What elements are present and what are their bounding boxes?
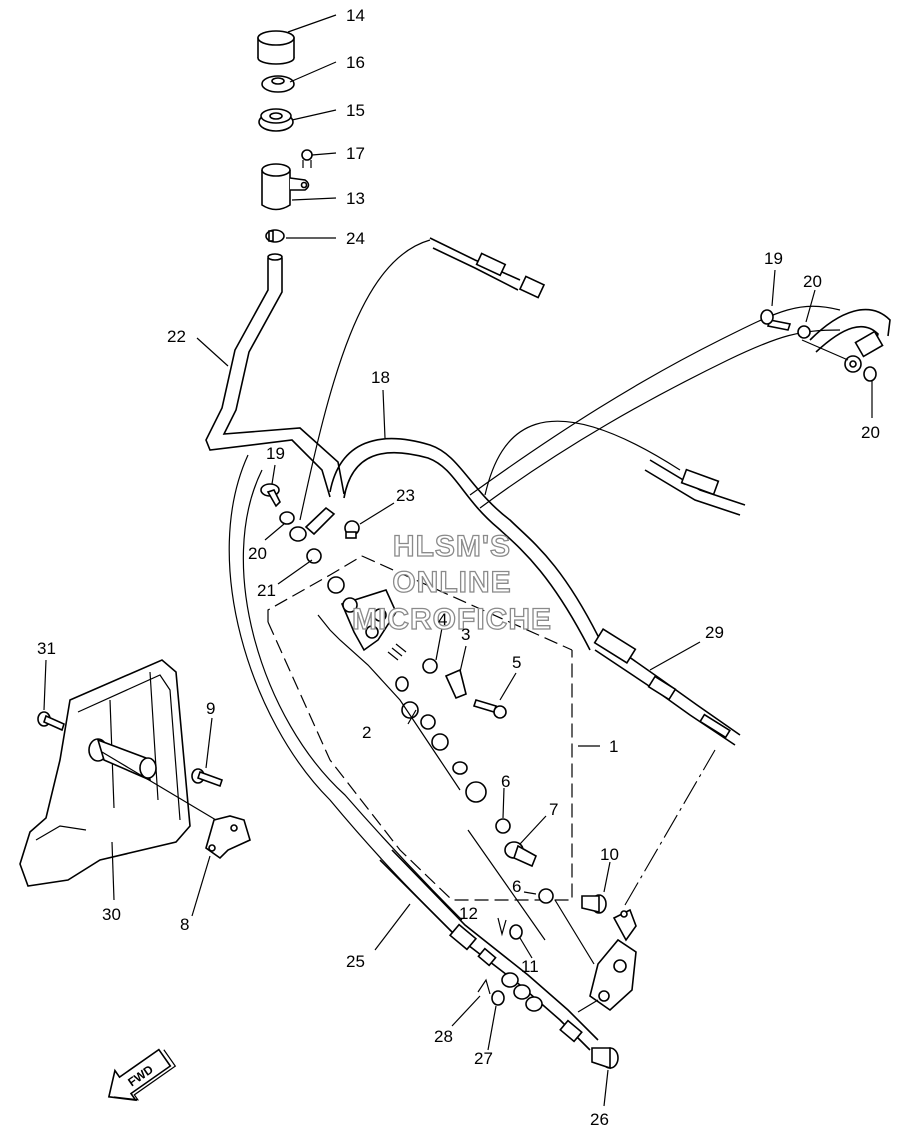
callout-26: 26 bbox=[590, 1110, 609, 1129]
hose-25 bbox=[379, 849, 599, 1051]
callout-17: 17 bbox=[346, 144, 365, 163]
callouts: 14 16 15 17 13 24 22 19 20 20 18 19 23 2… bbox=[37, 6, 880, 1129]
bolt-19-right bbox=[760, 309, 792, 331]
washer-20-b bbox=[863, 366, 877, 382]
callout-9: 9 bbox=[206, 699, 215, 718]
cable-big-loop bbox=[228, 305, 841, 931]
callout-24: 24 bbox=[346, 229, 365, 248]
watermark-line-2: ONLINE bbox=[392, 566, 511, 599]
washer-21 bbox=[306, 548, 322, 564]
nut-6-a bbox=[495, 818, 511, 834]
callout-29: 29 bbox=[705, 623, 724, 642]
callout-10: 10 bbox=[600, 845, 619, 864]
callout-25: 25 bbox=[346, 952, 365, 971]
washer-20-a bbox=[797, 325, 811, 339]
clamp-24 bbox=[265, 229, 285, 243]
bolt-31 bbox=[37, 711, 65, 732]
screw-17 bbox=[301, 149, 313, 168]
lever-plate bbox=[589, 908, 637, 1012]
callout-20-bottom: 20 bbox=[861, 423, 880, 442]
callout-15: 15 bbox=[346, 101, 365, 120]
leader-lever-a bbox=[554, 899, 595, 965]
callout-18: 18 bbox=[371, 368, 390, 387]
watermark-line-3: MICROFICHE bbox=[352, 603, 552, 636]
bolt-19-left bbox=[260, 483, 281, 508]
master-cylinder-parts bbox=[317, 576, 507, 803]
guard-30 bbox=[19, 659, 191, 887]
washer-20-c bbox=[279, 511, 295, 525]
washer-11 bbox=[509, 924, 523, 940]
cable-18 bbox=[329, 437, 601, 651]
callout-21: 21 bbox=[257, 581, 276, 600]
leader-lever-b bbox=[577, 999, 599, 1013]
callout-6-lower: 6 bbox=[512, 877, 521, 896]
assembly-outline bbox=[267, 555, 573, 941]
bracket-link bbox=[101, 751, 217, 821]
callout-1: 1 bbox=[609, 737, 618, 756]
hose-20-right bbox=[809, 308, 891, 373]
pin-10 bbox=[581, 894, 607, 914]
callout-28: 28 bbox=[434, 1027, 453, 1046]
callout-27: 27 bbox=[474, 1049, 493, 1068]
callout-11: 11 bbox=[521, 957, 539, 976]
callout-6-upper: 6 bbox=[501, 772, 510, 791]
callout-16: 16 bbox=[346, 53, 365, 72]
callout-12: 12 bbox=[459, 904, 478, 923]
pin-26 bbox=[591, 1047, 619, 1070]
callout-7: 7 bbox=[549, 800, 558, 819]
callout-19-right: 19 bbox=[764, 249, 783, 268]
callout-20-top: 20 bbox=[803, 272, 822, 291]
hose-22 bbox=[205, 253, 345, 498]
cotter-pin-28 bbox=[477, 978, 491, 995]
callout-23: 23 bbox=[396, 486, 415, 505]
cable-upper bbox=[429, 237, 546, 299]
diaphragm-plate-16 bbox=[261, 75, 295, 93]
callout-19-left: 19 bbox=[266, 444, 285, 463]
watermark: HLSM'S ONLINE MICROFICHE bbox=[351, 529, 552, 636]
cap-14 bbox=[257, 30, 295, 65]
fwd-arrow-icon: FWD bbox=[107, 1048, 177, 1102]
callout-5: 5 bbox=[512, 653, 521, 672]
callout-22: 22 bbox=[167, 327, 186, 346]
centerline-a bbox=[624, 749, 716, 906]
bracket-8 bbox=[205, 815, 251, 860]
union-bolt-eye bbox=[289, 526, 307, 542]
callout-31: 31 bbox=[37, 639, 56, 658]
bolt-9 bbox=[191, 768, 224, 788]
callout-2: 2 bbox=[362, 723, 371, 742]
nut-6-b bbox=[538, 888, 554, 904]
callout-14: 14 bbox=[346, 6, 365, 25]
callout-3: 3 bbox=[461, 625, 470, 644]
callout-20-left: 20 bbox=[248, 544, 267, 563]
diaphragm-15 bbox=[258, 108, 294, 132]
cotter-pin-12 bbox=[497, 917, 507, 937]
callout-4: 4 bbox=[438, 610, 447, 629]
washer-27 bbox=[491, 990, 505, 1006]
callout-13: 13 bbox=[346, 189, 365, 208]
callout-8: 8 bbox=[180, 915, 189, 934]
clip-23 bbox=[344, 520, 360, 539]
watermark-line-1: HLSM'S bbox=[393, 530, 511, 563]
joint-7 bbox=[504, 841, 538, 868]
cable-29 bbox=[299, 239, 741, 746]
leader-lines bbox=[43, 14, 873, 1107]
hose-fitting bbox=[304, 506, 336, 536]
reservoir-13 bbox=[261, 163, 310, 211]
callout-30: 30 bbox=[102, 905, 121, 924]
